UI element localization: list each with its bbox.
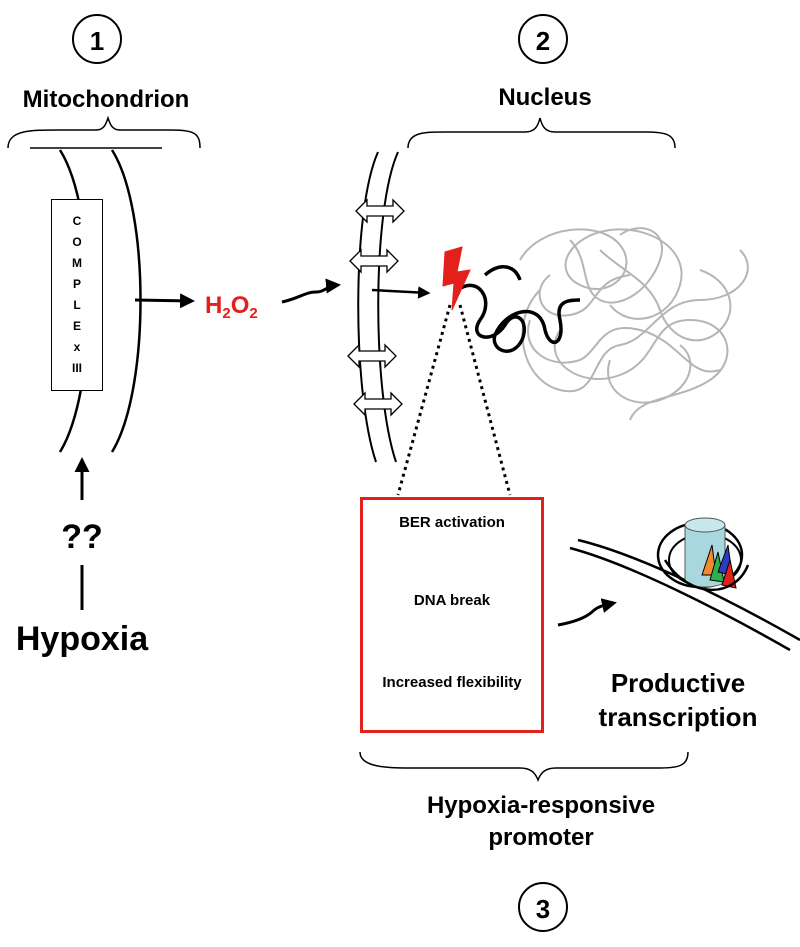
nuclear-envelope [357,151,399,463]
complex-letter: E [72,319,81,333]
complex-letter: L [73,298,81,312]
nuclear-pore-3 [347,343,397,369]
zoom-line-left [396,304,452,496]
nuclear-pore-2 [349,248,399,274]
nucleus-label: Nucleus [498,84,592,111]
nucleus-brace [407,117,676,149]
promoter-label-line2: promoter [488,824,594,851]
nucleosome-icon [656,517,750,592]
transcription-label-line2: transcription [598,702,758,732]
complex-letter: C [72,214,82,228]
step-3-circle: 3 [518,882,568,932]
ber-step-dna-break: DNA break [413,592,491,609]
complex-letter: x [73,340,81,354]
nuclear-pores [347,198,405,417]
zoom-line-right [458,304,512,496]
ber-process-box: BER activation DNA break Increased flexi… [360,497,544,733]
complex-iii-box: C O M P L E x III [51,199,103,391]
mito-to-h2o2-arrow [134,293,195,309]
mitochondrion-brace [7,115,201,149]
step-1-circle: 1 [72,14,122,64]
promoter-brace [359,751,689,783]
chromatin-mass [519,227,749,421]
complex-letter: P [72,277,81,291]
unknown-mediator-label: ?? [61,518,103,556]
nuclear-pore-4 [353,391,403,417]
histone-orange-icon [701,544,717,576]
dna-damage-bolt-icon [442,246,471,311]
mitochondrion-label: Mitochondrion [22,86,190,113]
promoter-label-line1: Hypoxia-responsive [426,792,656,819]
dna-strand [456,265,581,353]
hypoxia-label: Hypoxia [15,620,149,658]
ber-to-transcription-arrow [557,598,617,627]
nuclear-entry-arrow [371,286,431,299]
complex-letter: M [72,256,82,270]
ber-step-flexibility: Increased flexibility [382,674,522,691]
ber-step-activation: BER activation [399,514,505,531]
complex-letter: III [71,361,82,375]
nuclear-pore-1 [355,198,405,224]
h2o2-label: H2O2 [205,292,258,322]
transcription-label-line1: Productive [610,668,746,698]
h2o2-to-nucleus-arrow [281,278,341,304]
complex-letter: O [72,235,82,249]
step-2-circle: 2 [518,14,568,64]
